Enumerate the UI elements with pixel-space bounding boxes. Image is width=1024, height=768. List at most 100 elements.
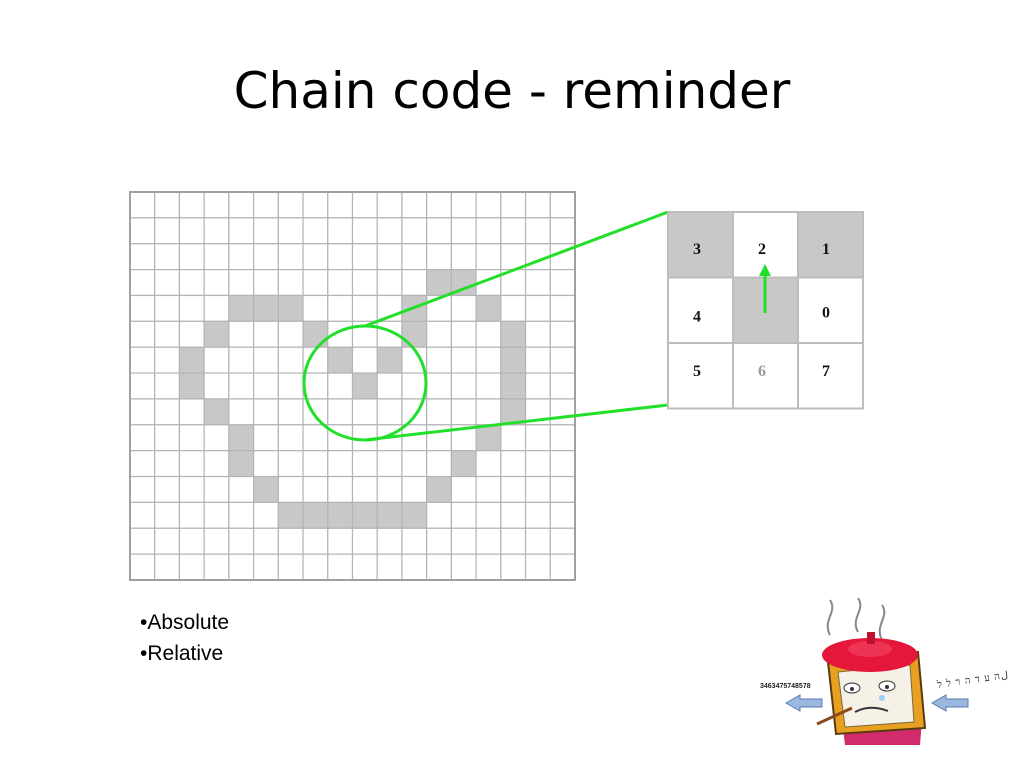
grid-cell (154, 346, 181, 374)
grid-border (129, 191, 576, 581)
filled-pixel (475, 424, 502, 452)
grid-cell (376, 398, 403, 426)
grid-cell (475, 501, 502, 529)
grid-cell (302, 217, 329, 245)
grid-cell (277, 553, 304, 581)
grid-cell (154, 269, 181, 297)
grid-cell (524, 424, 551, 452)
grid-cell (401, 243, 428, 271)
filled-pixel (376, 346, 403, 374)
grid-cell (154, 398, 181, 426)
left-arrow-icon (784, 694, 823, 712)
grid-cell (426, 450, 452, 478)
grid-cell (302, 527, 329, 555)
filled-pixel (203, 320, 230, 348)
grid-cell (302, 294, 329, 322)
grid-cell (228, 372, 255, 400)
grid-cell (475, 450, 502, 478)
grid-cell (426, 346, 452, 374)
grid-cell (500, 217, 527, 245)
grid-cell (253, 243, 279, 271)
grid-cell (426, 191, 452, 219)
direction-label-3: 3 (693, 241, 701, 258)
direction-label-2: 2 (758, 241, 766, 258)
grid-cell (549, 217, 576, 245)
grid-cell (475, 372, 502, 400)
grid-cell (327, 294, 354, 322)
grid-cell (524, 372, 551, 400)
grid-cell (154, 294, 181, 322)
filled-pixel (277, 501, 304, 529)
grid-cell (178, 475, 205, 503)
grid-cell (129, 217, 156, 245)
grid-cell (401, 424, 428, 452)
grid-cell (401, 217, 428, 245)
grid-cell (524, 217, 551, 245)
grid-cell (549, 424, 576, 452)
grid-cell (450, 527, 477, 555)
grid-cell (203, 191, 230, 219)
grid-cell (129, 450, 156, 478)
grid-cell (376, 372, 403, 400)
grid-cell (426, 217, 452, 245)
grid-cell (500, 294, 527, 322)
grid-cell (228, 475, 255, 503)
grid-cell (376, 450, 403, 478)
filled-pixel (426, 269, 452, 297)
grid-cell (253, 191, 279, 219)
grid-cell (277, 475, 304, 503)
grid-cell (277, 191, 304, 219)
bullet-relative: •Relative (140, 642, 224, 665)
grid-cell (154, 217, 181, 245)
grid-cell (327, 553, 354, 581)
direction-cell (797, 211, 864, 279)
grid-cell (129, 553, 156, 581)
grid-cell (277, 527, 304, 555)
grid-cell (228, 527, 255, 555)
direction-cell (667, 211, 734, 279)
filled-pixel (203, 398, 230, 426)
direction-label-5: 5 (693, 363, 701, 380)
grid-cell (524, 269, 551, 297)
grid-cell (475, 553, 502, 581)
grid-cell (475, 243, 502, 271)
grid-cell (401, 269, 428, 297)
grid-cell (228, 501, 255, 529)
grid-cell (549, 346, 576, 374)
grid-cell (549, 372, 576, 400)
grid-cell (475, 320, 502, 348)
grid-cell (203, 424, 230, 452)
grid-cell (376, 475, 403, 503)
grid-cell (376, 191, 403, 219)
grid-cell (253, 501, 279, 529)
grid-cell (475, 217, 502, 245)
filled-pixel (500, 320, 527, 348)
grid-cell (450, 398, 477, 426)
filled-pixel (401, 501, 428, 529)
grid-cell (129, 346, 156, 374)
grid-cell (450, 346, 477, 374)
grid-cell (253, 320, 279, 348)
grid-cell (351, 475, 378, 503)
grid-cell (401, 553, 428, 581)
filled-pixel (426, 475, 452, 503)
grid-cell (327, 191, 354, 219)
grid-cell (228, 217, 255, 245)
grid-cell (401, 191, 428, 219)
grid-cell (327, 398, 354, 426)
grid-cell (277, 372, 304, 400)
grid-cell (426, 527, 452, 555)
filled-pixel (228, 450, 255, 478)
grid-cell (253, 346, 279, 374)
grid-cell (475, 527, 502, 555)
grid-cell (302, 475, 329, 503)
grid-cell (500, 475, 527, 503)
filled-pixel (253, 475, 279, 503)
grid-cell (178, 527, 205, 555)
grid-cell (203, 450, 230, 478)
grid-cell (277, 424, 304, 452)
grid-cell (253, 527, 279, 555)
grid-cell (302, 243, 329, 271)
grid-cell (129, 501, 156, 529)
